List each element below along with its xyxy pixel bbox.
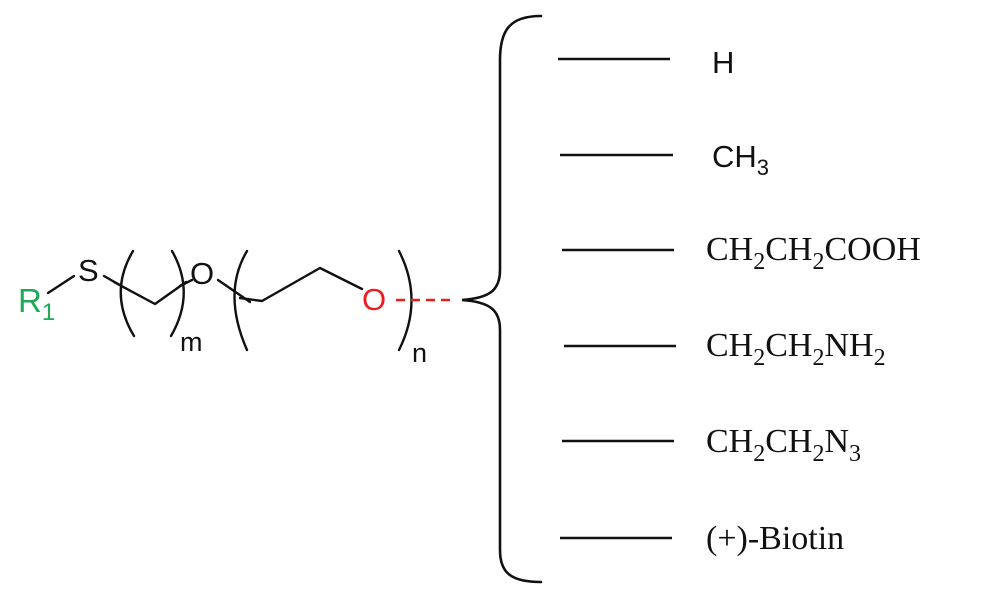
r1-group-label: R1 — [18, 284, 55, 325]
ether-oxygen-atom: O — [190, 256, 215, 291]
substituent-ch2ch2cooh: CH2CH2COOH — [706, 231, 921, 275]
bracket-n-left — [233, 249, 249, 352]
substituent-ch3: CH3 — [712, 139, 770, 180]
ethylene-m — [112, 280, 188, 306]
substituent-ch2ch2nh2: CH2CH2NH2 — [706, 327, 886, 371]
r-subscript: 1 — [41, 299, 56, 326]
c-o-bond — [178, 278, 194, 288]
substituent-biotin: (+)-Biotin — [706, 520, 845, 557]
curly-brace — [461, 14, 543, 584]
substituent-ch2ch2n3: CH2CH2N3 — [706, 423, 862, 467]
terminal-oxygen-atom: O — [362, 282, 387, 317]
repeat-index-n: n — [412, 338, 428, 368]
r-letter: R — [18, 282, 42, 319]
bracket-m-right — [169, 249, 185, 338]
bracket-m-left — [119, 249, 136, 338]
repeat-index-m: m — [180, 327, 203, 357]
r1-s-bond — [46, 274, 76, 295]
substituent-h: H — [712, 45, 735, 80]
propylene-n — [238, 266, 364, 303]
sulfur-atom: S — [78, 253, 99, 288]
